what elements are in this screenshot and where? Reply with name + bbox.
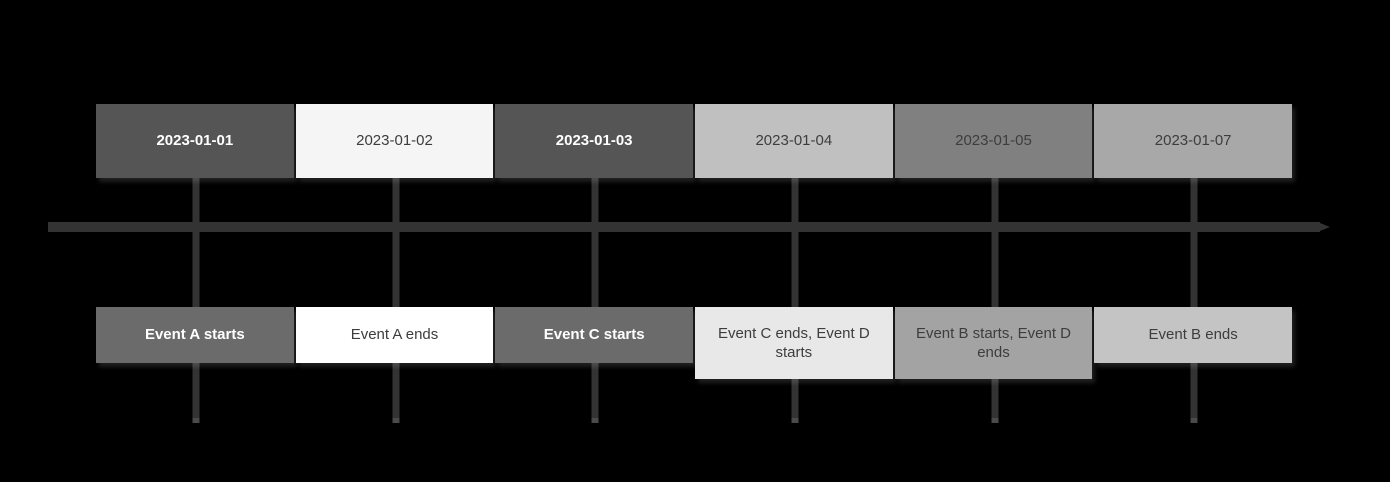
timeline-connector-stem (991, 172, 998, 422)
timeline-connector-stem (1190, 172, 1198, 422)
timeline-axis-arrow-icon (1320, 223, 1330, 231)
timeline-connector-cap (591, 418, 599, 423)
timeline-event-label: Event C ends, Event D starts (717, 324, 870, 361)
timeline-date-label: 2023-01-02 (356, 132, 433, 150)
timeline-date-label: 2023-01-07 (1154, 132, 1232, 150)
timeline-connector-stem (192, 172, 200, 422)
timeline-connector-cap (1190, 418, 1198, 423)
timeline-connector-cap (392, 418, 399, 423)
timeline-date-label: 2023-01-01 (156, 132, 234, 150)
timeline-event-label: Event A starts (144, 326, 245, 344)
timeline-event-label: Event C starts (543, 326, 645, 344)
timeline-date-box[interactable]: 2023-01-03 (495, 104, 693, 178)
timeline-event-box[interactable]: Event A ends (295, 307, 494, 363)
timeline-event-label: Event A ends (350, 326, 439, 344)
timeline-event-box[interactable]: Event C starts (495, 307, 693, 363)
timeline-axis (48, 222, 1320, 232)
timeline-event-label: Event B starts, Event D ends (915, 324, 1072, 361)
timeline-date-box[interactable]: 2023-01-07 (1094, 104, 1292, 178)
timeline-connector-cap (791, 418, 799, 423)
timeline-date-box[interactable]: 2023-01-04 (695, 104, 893, 178)
timeline-event-box[interactable]: Event A starts (96, 307, 294, 363)
timeline-date-box[interactable]: 2023-01-01 (96, 104, 294, 178)
timeline-date-label: 2023-01-03 (555, 132, 633, 150)
timeline-connector-stem (791, 172, 799, 422)
timeline-event-box[interactable]: Event B starts, Event D ends (894, 307, 1093, 379)
timeline-event-box[interactable]: Event B ends (1094, 307, 1292, 363)
timeline-connector-stem (392, 172, 399, 422)
timeline-date-box[interactable]: 2023-01-02 (295, 104, 494, 178)
timeline-date-label: 2023-01-05 (955, 132, 1032, 150)
timeline-connector-cap (192, 418, 200, 423)
timeline-date-label: 2023-01-04 (755, 132, 833, 150)
timeline-event-label: Event B ends (1148, 326, 1238, 344)
timeline-connector-cap (991, 418, 998, 423)
timeline-date-box[interactable]: 2023-01-05 (894, 104, 1093, 178)
timeline-event-box[interactable]: Event C ends, Event D starts (695, 307, 893, 379)
timeline-connector-stem (591, 172, 599, 422)
